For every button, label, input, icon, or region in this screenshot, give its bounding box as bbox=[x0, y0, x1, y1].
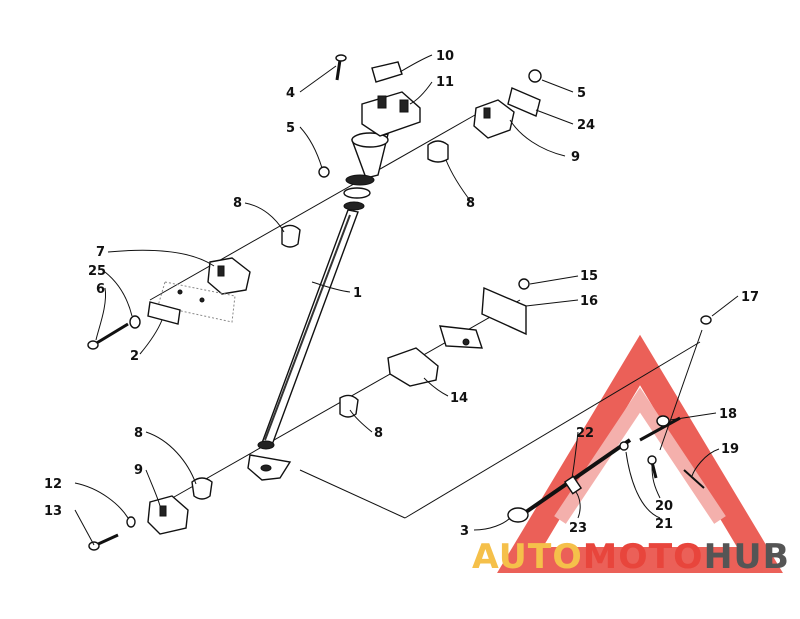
callout-6: 6 bbox=[96, 282, 105, 297]
plate-24 bbox=[507, 69, 542, 117]
callout-18: 18 bbox=[719, 407, 737, 422]
bracket-2 bbox=[147, 301, 181, 325]
watermark-part-hub: HUB bbox=[704, 537, 790, 577]
watermark-text: AUTOMOTOHUB bbox=[472, 537, 790, 577]
callout-17: 17 bbox=[741, 290, 759, 305]
callout-2: 2 bbox=[130, 349, 139, 364]
svg-text:AUTOMOTOHUB: AUTOMOTOHUB bbox=[472, 537, 790, 577]
bushing-8-middle bbox=[339, 394, 359, 418]
callout-22: 22 bbox=[576, 426, 594, 441]
steering-post bbox=[247, 132, 389, 481]
callout-8-lower: 8 bbox=[134, 426, 143, 441]
callout-25: 25 bbox=[88, 264, 106, 279]
bolt-4 bbox=[335, 54, 347, 81]
watermark-logo bbox=[497, 334, 783, 573]
callout-7: 7 bbox=[96, 245, 105, 260]
callout-8-middle: 8 bbox=[374, 426, 383, 441]
bushing-8-lower bbox=[191, 477, 213, 500]
callout-13: 13 bbox=[44, 504, 62, 519]
washer-12 bbox=[126, 516, 136, 528]
callout-15: 15 bbox=[580, 269, 598, 284]
nut-15 bbox=[518, 278, 530, 290]
callout-20: 20 bbox=[655, 499, 673, 514]
callout-8-upper-right: 8 bbox=[466, 196, 475, 211]
upper-bracket-cap bbox=[361, 61, 421, 137]
callout-23: 23 bbox=[569, 521, 587, 536]
cap-17 bbox=[700, 315, 712, 325]
nut-5-upper bbox=[318, 166, 330, 178]
block-9-upper bbox=[473, 99, 515, 139]
block-14 bbox=[387, 347, 439, 387]
callout-9-lower: 9 bbox=[134, 463, 143, 478]
bushing-8-upper-right bbox=[427, 140, 449, 163]
callout-19: 19 bbox=[721, 442, 739, 457]
tie-rod bbox=[507, 415, 705, 523]
callout-5-left: 5 bbox=[286, 121, 295, 136]
callout-labels: 10 4 11 5 5 24 9 8 8 7 25 6 1 2 15 16 17… bbox=[44, 49, 759, 539]
leader-lines bbox=[74, 54, 739, 546]
callout-4: 4 bbox=[286, 86, 295, 101]
callout-3: 3 bbox=[460, 524, 469, 539]
callout-24: 24 bbox=[577, 118, 595, 133]
callout-21: 21 bbox=[655, 517, 673, 532]
callout-1: 1 bbox=[353, 286, 362, 301]
block-9-lower bbox=[147, 495, 189, 535]
callout-14: 14 bbox=[450, 391, 468, 406]
watermark-part-moto: MOTO bbox=[583, 537, 704, 577]
bolt-6 bbox=[87, 322, 129, 350]
bolt-13 bbox=[88, 533, 119, 551]
callout-16: 16 bbox=[580, 294, 598, 309]
plate-16 bbox=[481, 286, 527, 336]
callout-10: 10 bbox=[436, 49, 454, 64]
frame-plate bbox=[157, 281, 236, 323]
callout-5-right: 5 bbox=[577, 86, 586, 101]
block-7 bbox=[207, 257, 251, 295]
callout-8-upper-left: 8 bbox=[233, 196, 242, 211]
callout-11: 11 bbox=[436, 75, 454, 90]
bushing-8-upper-left bbox=[281, 224, 301, 248]
callout-12: 12 bbox=[44, 477, 62, 492]
callout-9-upper: 9 bbox=[571, 150, 580, 165]
watermark-part-auto: AUTO bbox=[472, 537, 583, 577]
washer-25 bbox=[129, 315, 141, 329]
plate-14a bbox=[439, 325, 483, 349]
